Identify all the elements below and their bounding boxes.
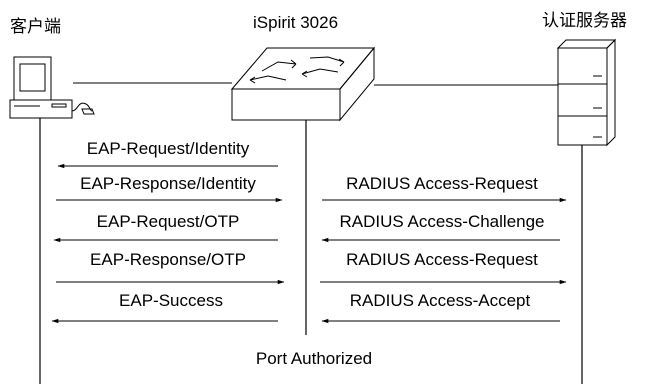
left-message-5: EAP-Success	[51, 291, 278, 324]
left-message-label: EAP-Success	[119, 291, 223, 310]
left-message-label: EAP-Response/OTP	[90, 250, 246, 269]
right-message-label: RADIUS Access-Challenge	[339, 212, 544, 231]
right-message-3: RADIUS Access-Request	[320, 250, 567, 285]
left-message-3: EAP-Request/OTP	[53, 212, 278, 243]
right-message-4: RADIUS Access-Accept	[321, 291, 560, 324]
left-message-4: EAP-Response/OTP	[56, 250, 285, 285]
right-message-label: RADIUS Access-Accept	[350, 291, 531, 310]
right-message-label: RADIUS Access-Request	[346, 174, 538, 193]
right-message-label: RADIUS Access-Request	[346, 250, 538, 269]
server-title: 认证服务器	[542, 11, 627, 30]
port-authorized-label: Port Authorized	[256, 349, 372, 368]
switch-icon	[230, 46, 376, 122]
left-message-label: EAP-Response/Identity	[80, 174, 256, 193]
server-icon	[556, 38, 617, 147]
left-message-label: EAP-Request/Identity	[87, 139, 250, 158]
client-computer-icon	[9, 56, 95, 119]
right-message-1: RADIUS Access-Request	[322, 174, 567, 203]
left-message-1: EAP-Request/Identity	[57, 139, 278, 169]
switch-title: iSpirit 3026	[253, 13, 338, 32]
left-message-label: EAP-Request/OTP	[97, 212, 240, 231]
right-message-2: RADIUS Access-Challenge	[321, 212, 560, 243]
client-title: 客户端	[10, 17, 61, 36]
left-message-2: EAP-Response/Identity	[56, 174, 283, 203]
